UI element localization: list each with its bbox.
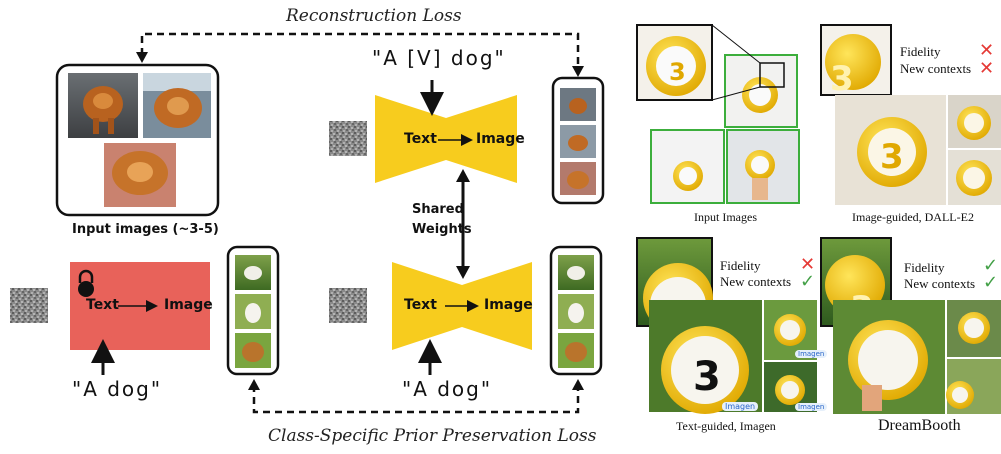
svg-text:3: 3 <box>880 137 904 177</box>
svg-text:3: 3 <box>669 58 686 86</box>
prompt-a-dog-left: "A dog" <box>72 377 163 401</box>
shared-weights-line1: Shared <box>412 202 464 217</box>
image-guided-new-contexts-cross-icon: ✕ <box>979 58 995 79</box>
model-image-label-frozen: Image <box>164 297 213 313</box>
image-guided-new-contexts-label: New contexts <box>900 61 972 76</box>
dreambooth-results: 3 <box>820 237 1001 414</box>
model-image-label-bottom: Image <box>484 297 533 313</box>
text-guided-caption: Text-guided, Imagen <box>676 419 776 433</box>
noise-image-bottom <box>329 288 367 323</box>
svg-text:3: 3 <box>830 59 854 99</box>
reconstruction-loss-arrow <box>136 32 584 77</box>
dreambooth-new-contexts-label: New contexts <box>904 276 976 291</box>
text-guided-fidelity-label: Fidelity <box>720 258 761 273</box>
text-guided-results: 3 <box>636 237 817 414</box>
input-images-caption: Input images (~3-5) <box>72 222 219 237</box>
model-text-label-bottom: Text <box>404 297 437 313</box>
image-guided-fidelity-label: Fidelity <box>900 44 941 59</box>
dreambooth-fidelity-label: Fidelity <box>904 260 945 275</box>
shared-weights-line2: Weights <box>412 222 472 237</box>
input-dog-photo-3 <box>104 143 176 207</box>
prompt-v-dog: "A [V] dog" <box>372 46 506 70</box>
trained-model-bottom <box>392 262 532 350</box>
input-images-box <box>55 63 220 217</box>
prior-images-column-left <box>226 245 280 376</box>
model-text-label-frozen: Text <box>86 297 119 313</box>
shared-weights-arrow <box>456 169 470 279</box>
generated-images-column-top <box>551 76 605 205</box>
text-guided-new-contexts-label: New contexts <box>720 274 792 289</box>
image-guided-fidelity-cross-icon: ✕ <box>979 40 995 61</box>
frozen-model-red <box>70 262 210 350</box>
input-dog-photo-1 <box>68 73 138 138</box>
dreambooth-caption: DreamBooth <box>878 417 961 434</box>
noise-image-left <box>10 288 48 323</box>
prompt-a-dog-right: "A dog" <box>402 377 493 401</box>
input-images-caption-right: Input Images <box>694 210 757 224</box>
imagen-badge-large: Imagen <box>722 402 759 411</box>
noise-image-top <box>329 121 367 156</box>
input-dog-photo-2 <box>143 73 211 138</box>
prior-preservation-loss-label: Class-Specific Prior Preservation Loss <box>268 426 597 446</box>
image-guided-results: 3 3 <box>820 24 1001 205</box>
lock-icon <box>78 269 94 297</box>
reconstruction-loss-label: Reconstruction Loss <box>286 6 462 26</box>
imagen-badge-small-2: Imagen <box>795 403 828 411</box>
image-guided-caption: Image-guided, DALL-E2 <box>852 210 974 224</box>
dreambooth-new-contexts-check-icon: ✓ <box>983 272 999 293</box>
text-guided-new-contexts-check-icon: ✓ <box>800 271 816 292</box>
imagen-badge-small-1: Imagen <box>795 350 828 358</box>
prior-images-column-right <box>549 245 603 376</box>
text-guided-fidelity-cross-icon: ✕ <box>800 254 816 275</box>
svg-text:3: 3 <box>693 354 721 400</box>
right-input-images: 3 <box>636 24 800 204</box>
prior-preservation-loss-arrow <box>248 379 584 414</box>
dreambooth-fidelity-check-icon: ✓ <box>983 255 999 276</box>
model-image-label-top: Image <box>476 131 525 147</box>
trained-model-top <box>375 95 517 183</box>
model-text-label-top: Text <box>404 131 437 147</box>
